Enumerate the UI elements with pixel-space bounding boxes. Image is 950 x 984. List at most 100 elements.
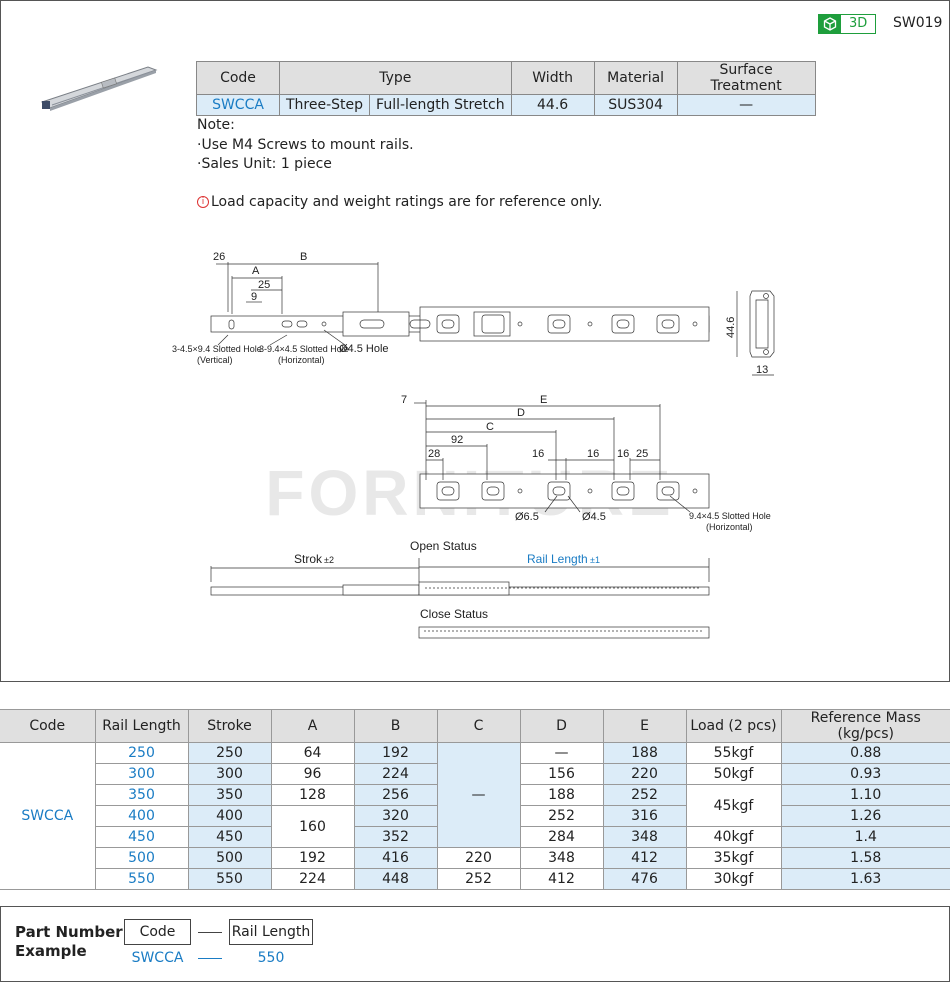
table-header: C: [436, 709, 521, 743]
part-number-example: Part Number Example Code Rail Length SWC…: [0, 906, 950, 982]
table-row: SWCCA 250 250 64 192 — — 188 55kgf 0.88: [0, 742, 950, 890]
a-cell: 128: [270, 784, 355, 806]
notes: Note: ·Use M4 Screws to mount rails. ·Sa…: [197, 116, 414, 175]
dim-7: 7: [401, 394, 407, 406]
table-header: Load (2 pcs): [685, 709, 782, 743]
spec-surface: —: [676, 94, 816, 116]
3d-label: 3D: [849, 16, 868, 31]
stroke-cell: 350: [187, 784, 272, 806]
d-cell: 412: [519, 868, 604, 890]
b-cell: 256: [353, 784, 438, 806]
part-number-title-line: Example: [15, 942, 87, 960]
d-cell: 348: [519, 847, 604, 869]
e-cell: 316: [602, 805, 687, 827]
dimension-table: Code Rail Length Stroke A B C D E Load (…: [0, 709, 950, 890]
rail-length-cell[interactable]: 550: [95, 868, 189, 890]
mass-cell: 1.10: [780, 784, 950, 806]
e-cell: 348: [602, 826, 687, 848]
e-cell: 188: [602, 742, 687, 764]
stroke-cell: 400: [187, 805, 272, 827]
dim-e: E: [540, 394, 547, 406]
mass-cell: 0.88: [780, 742, 950, 764]
spec-material: SUS304: [593, 94, 678, 116]
spec-width: 44.6: [510, 94, 595, 116]
a-cell: 224: [270, 868, 355, 890]
a-cell: 64: [270, 742, 355, 764]
hole-label: (Horizontal): [278, 355, 325, 365]
hole-label: (Vertical): [197, 355, 233, 365]
stroke-tolerance: ±2: [324, 555, 334, 565]
a-cell: 96: [270, 763, 355, 785]
spec-type-b: Full-length Stretch: [369, 94, 512, 116]
spec-header: Type: [279, 61, 512, 95]
load-cell: 30kgf: [685, 868, 782, 890]
separator-dash: [198, 932, 222, 933]
b-cell: 192: [353, 742, 438, 764]
rail-length-cell[interactable]: 450: [95, 826, 189, 848]
table-header: E: [602, 709, 687, 743]
dim-c: C: [486, 421, 494, 433]
spec-header: Code: [196, 61, 280, 95]
table-code[interactable]: SWCCA: [0, 742, 96, 890]
spec-type-a: Three-Step: [278, 94, 371, 116]
mass-cell: 1.4: [780, 826, 950, 848]
b-cell: 224: [353, 763, 438, 785]
table-header: Reference Mass (kg/pcs): [780, 709, 950, 743]
rail-length-label: Rail Length: [527, 552, 588, 566]
mass-cell: 1.26: [780, 805, 950, 827]
mass-cell: 1.58: [780, 847, 950, 869]
d-cell: —: [519, 742, 604, 764]
e-cell: 220: [602, 763, 687, 785]
dim-26: 26: [213, 251, 225, 263]
cube-icon: [819, 15, 841, 33]
warning: i Load capacity and weight ratings are f…: [197, 194, 602, 210]
table-row: 500 500 192 416 220 348 412 35kgf 1.58: [0, 847, 950, 869]
rail-length-cell[interactable]: 400: [95, 805, 189, 827]
table-row: 300 300 96 224 156 220 50kgf 0.93: [0, 763, 950, 785]
stroke-cell: 300: [187, 763, 272, 785]
table-row: 400 400 160 320 252 316 1.26: [0, 805, 950, 848]
rail-length-cell[interactable]: 500: [95, 847, 189, 869]
dim-a: A: [252, 265, 260, 277]
dim-92: 92: [451, 434, 463, 446]
table-header: D: [519, 709, 604, 743]
rail-length-box: Rail Length: [229, 919, 313, 945]
part-number-title: Part Number Example: [15, 923, 123, 961]
e-cell: 476: [602, 868, 687, 890]
rail-length-cell[interactable]: 250: [94, 742, 189, 764]
dim-o65: Ø6.5: [515, 511, 539, 523]
sku-code: SW019: [893, 15, 943, 31]
d-cell: 156: [519, 763, 604, 785]
table-row: 550 550 224 448 252 412 476 30kgf 1.63: [0, 868, 950, 890]
rail-length-cell[interactable]: 350: [95, 784, 189, 806]
c-cell: 252: [436, 868, 521, 890]
3d-badge[interactable]: 3D: [818, 14, 877, 34]
spec-table: Code Type Width Material Surface Treatme…: [196, 61, 816, 116]
hole-label: 3-9.4×4.5 Slotted Hole: [259, 344, 349, 354]
code-box: Code: [124, 919, 191, 945]
rail-length-value[interactable]: 550: [257, 950, 285, 966]
open-status-label: Open Status: [410, 539, 477, 553]
hole-label: 3-4.5×9.4 Slotted Hole: [172, 344, 262, 354]
b-cell: 448: [353, 868, 438, 890]
code-value[interactable]: SWCCA: [131, 950, 184, 966]
dim-b: B: [300, 251, 307, 263]
technical-drawing: FORNITURE: [172, 251, 775, 639]
table-header: Code: [0, 709, 96, 743]
load-cell: 35kgf: [685, 847, 782, 869]
stroke-cell: 450: [187, 826, 272, 848]
note-item: ·Sales Unit: 1 piece: [197, 156, 332, 172]
spec-code[interactable]: SWCCA: [196, 94, 280, 116]
d-cell: 188: [519, 784, 604, 806]
close-status-label: Close Status: [420, 607, 488, 621]
dim-d: D: [517, 407, 525, 419]
b-cell: 416: [353, 847, 438, 869]
note-item: ·Use M4 Screws to mount rails.: [197, 136, 414, 153]
b-cell: 320: [353, 805, 438, 827]
load-cell: 40kgf: [685, 826, 782, 848]
d-cell: 284: [519, 826, 604, 848]
spec-header: Surface Treatment: [676, 61, 816, 95]
stroke-cell: 250: [187, 742, 272, 764]
rail-length-cell[interactable]: 300: [95, 763, 189, 785]
part-number-title-line: Part Number: [15, 923, 123, 941]
